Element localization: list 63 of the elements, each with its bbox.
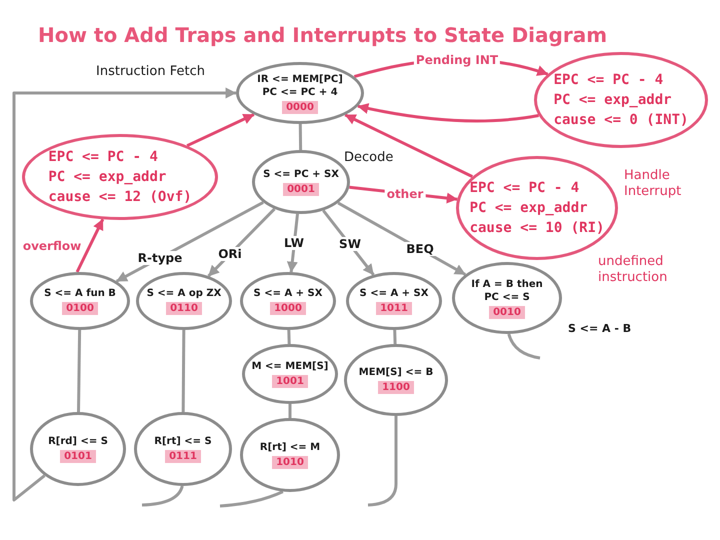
handler-action-text: cause <= 12 (Ovf) [48,188,192,207]
state-action-text: R[rt] <= M [260,441,320,454]
handler-action-text: cause <= 10 (RI) [470,219,604,238]
transition-arrow [344,114,474,178]
state-code: 0000 [282,100,318,114]
state-code: 0010 [489,306,525,318]
state-code: 0110 [166,302,202,315]
state-code: 0111 [165,450,201,463]
state-action-text: S <= A + SX [360,287,428,300]
state-action-text: S <= PC + SX [263,168,339,181]
transition-line [393,330,397,344]
edge-label: other [384,187,426,201]
edge-label: Pending INT [414,53,500,67]
transition-line [368,416,398,506]
edge-label: R-type [136,251,184,265]
state-action-text: R[rd] <= S [48,435,108,448]
transition-arrow [12,88,237,502]
transition-line [298,124,302,150]
handler-action-text: EPC <= PC - 4 [470,179,580,198]
state-action-text: S <= A fun B [44,287,116,300]
transition-line [220,490,284,508]
handler-action-text: cause <= 0 (INT) [554,111,688,130]
edge-label: LW [282,236,306,250]
state-action-text: If A = B then PC <= S [470,278,544,304]
state-caption: S <= A - B [568,322,632,336]
handler-action-text: EPC <= PC - 4 [48,148,158,167]
transition-arrow [286,214,299,273]
annotation-text: Handle Interrupt [624,168,682,200]
state-action-text: R[rt] <= S [154,435,212,448]
annotation-text: undefined instruction [598,254,668,286]
state-action-text: S <= A + SX [254,287,322,300]
state-caption: Instruction Fetch [96,64,205,80]
state-code: 0100 [62,302,98,315]
state-action-text: M <= MEM[S] [252,360,328,373]
state-code: 1011 [376,302,412,315]
state-code: 1001 [272,375,308,388]
state-code: 1100 [378,381,414,394]
edge-label: SW [337,237,363,251]
transition-arrow [186,113,255,148]
state-caption: Decode [344,150,394,166]
transition-line [287,330,291,344]
transition-line [182,330,186,412]
state-code: 0101 [60,450,96,463]
handler-action-text: PC <= exp_addr [470,199,588,218]
transition-line [507,334,540,360]
state-action-text: PC <= PC + 4 [262,86,338,98]
handler-action-text: PC <= exp_addr [554,91,672,110]
state-code: 1000 [270,302,306,315]
transition-line [288,404,292,418]
edge-label: overflow [20,239,84,253]
edge-label: ORi [216,247,244,261]
handler-action-text: EPC <= PC - 4 [554,71,664,90]
state-code: 1010 [272,456,308,469]
transition-line [77,330,82,412]
diagram-title: How to Add Traps and Interrupts to State Diagram [38,22,608,49]
state-action-text: IR <= MEM[PC] [257,72,343,86]
transition-line [142,486,184,506]
state-action-text: S <= A op ZX [146,287,222,300]
edge-label: BEQ [404,242,436,256]
handler-action-text: PC <= exp_addr [48,168,166,187]
transition-arrow [76,218,104,273]
state-action-text: MEM[S] <= B [358,366,434,379]
state-code: 0001 [283,183,319,196]
